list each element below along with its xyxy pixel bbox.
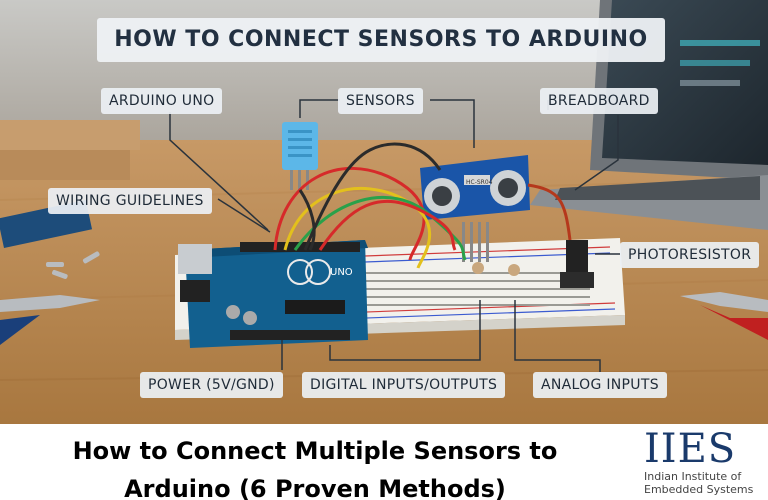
callout-digital-io: DIGITAL INPUTS/OUTPUTS xyxy=(302,372,506,398)
sensor-module-label: HC-SR04 xyxy=(466,179,493,186)
jumper-wires xyxy=(273,142,572,269)
arduino-uno-board: UNO xyxy=(178,240,368,348)
photoresistor-component xyxy=(472,240,594,288)
caption-bar: How to Connect Multiple Sensors to Ardui… xyxy=(0,424,768,500)
pliers-left xyxy=(0,295,100,345)
article-caption: How to Connect Multiple Sensors to Ardui… xyxy=(72,437,558,500)
wood-block xyxy=(0,120,140,150)
temperature-sensor xyxy=(282,122,318,190)
logo-subtitle-line2: Embedded Systems xyxy=(644,483,754,496)
ultrasonic-sensor: HC-SR04 xyxy=(420,155,530,262)
pliers-right xyxy=(680,292,768,340)
callout-leader-lines xyxy=(169,99,620,372)
callout-analog-inputs: ANALOG INPUTS xyxy=(533,372,667,398)
callout-wiring-guidelines: WIRING GUIDELINES xyxy=(48,188,212,214)
logo-mark: IIES xyxy=(644,426,737,472)
iies-logo: IIES Indian Institute of Embedded System… xyxy=(644,428,764,500)
callout-photoresistor: PHOTORESISTOR xyxy=(620,242,760,268)
callout-breadboard: BREADBOARD xyxy=(540,88,658,114)
callout-sensors: SENSORS xyxy=(338,88,423,114)
callout-arduino-uno: ARDUINO UNO xyxy=(101,88,223,114)
board-model-label: UNO xyxy=(330,267,353,278)
image-title-banner: HOW TO CONNECT SENSORS TO ARDUINO xyxy=(97,18,665,62)
callout-power: POWER (5V/GND) xyxy=(140,372,283,398)
logo-subtitle-line1: Indian Institute of xyxy=(644,470,742,483)
